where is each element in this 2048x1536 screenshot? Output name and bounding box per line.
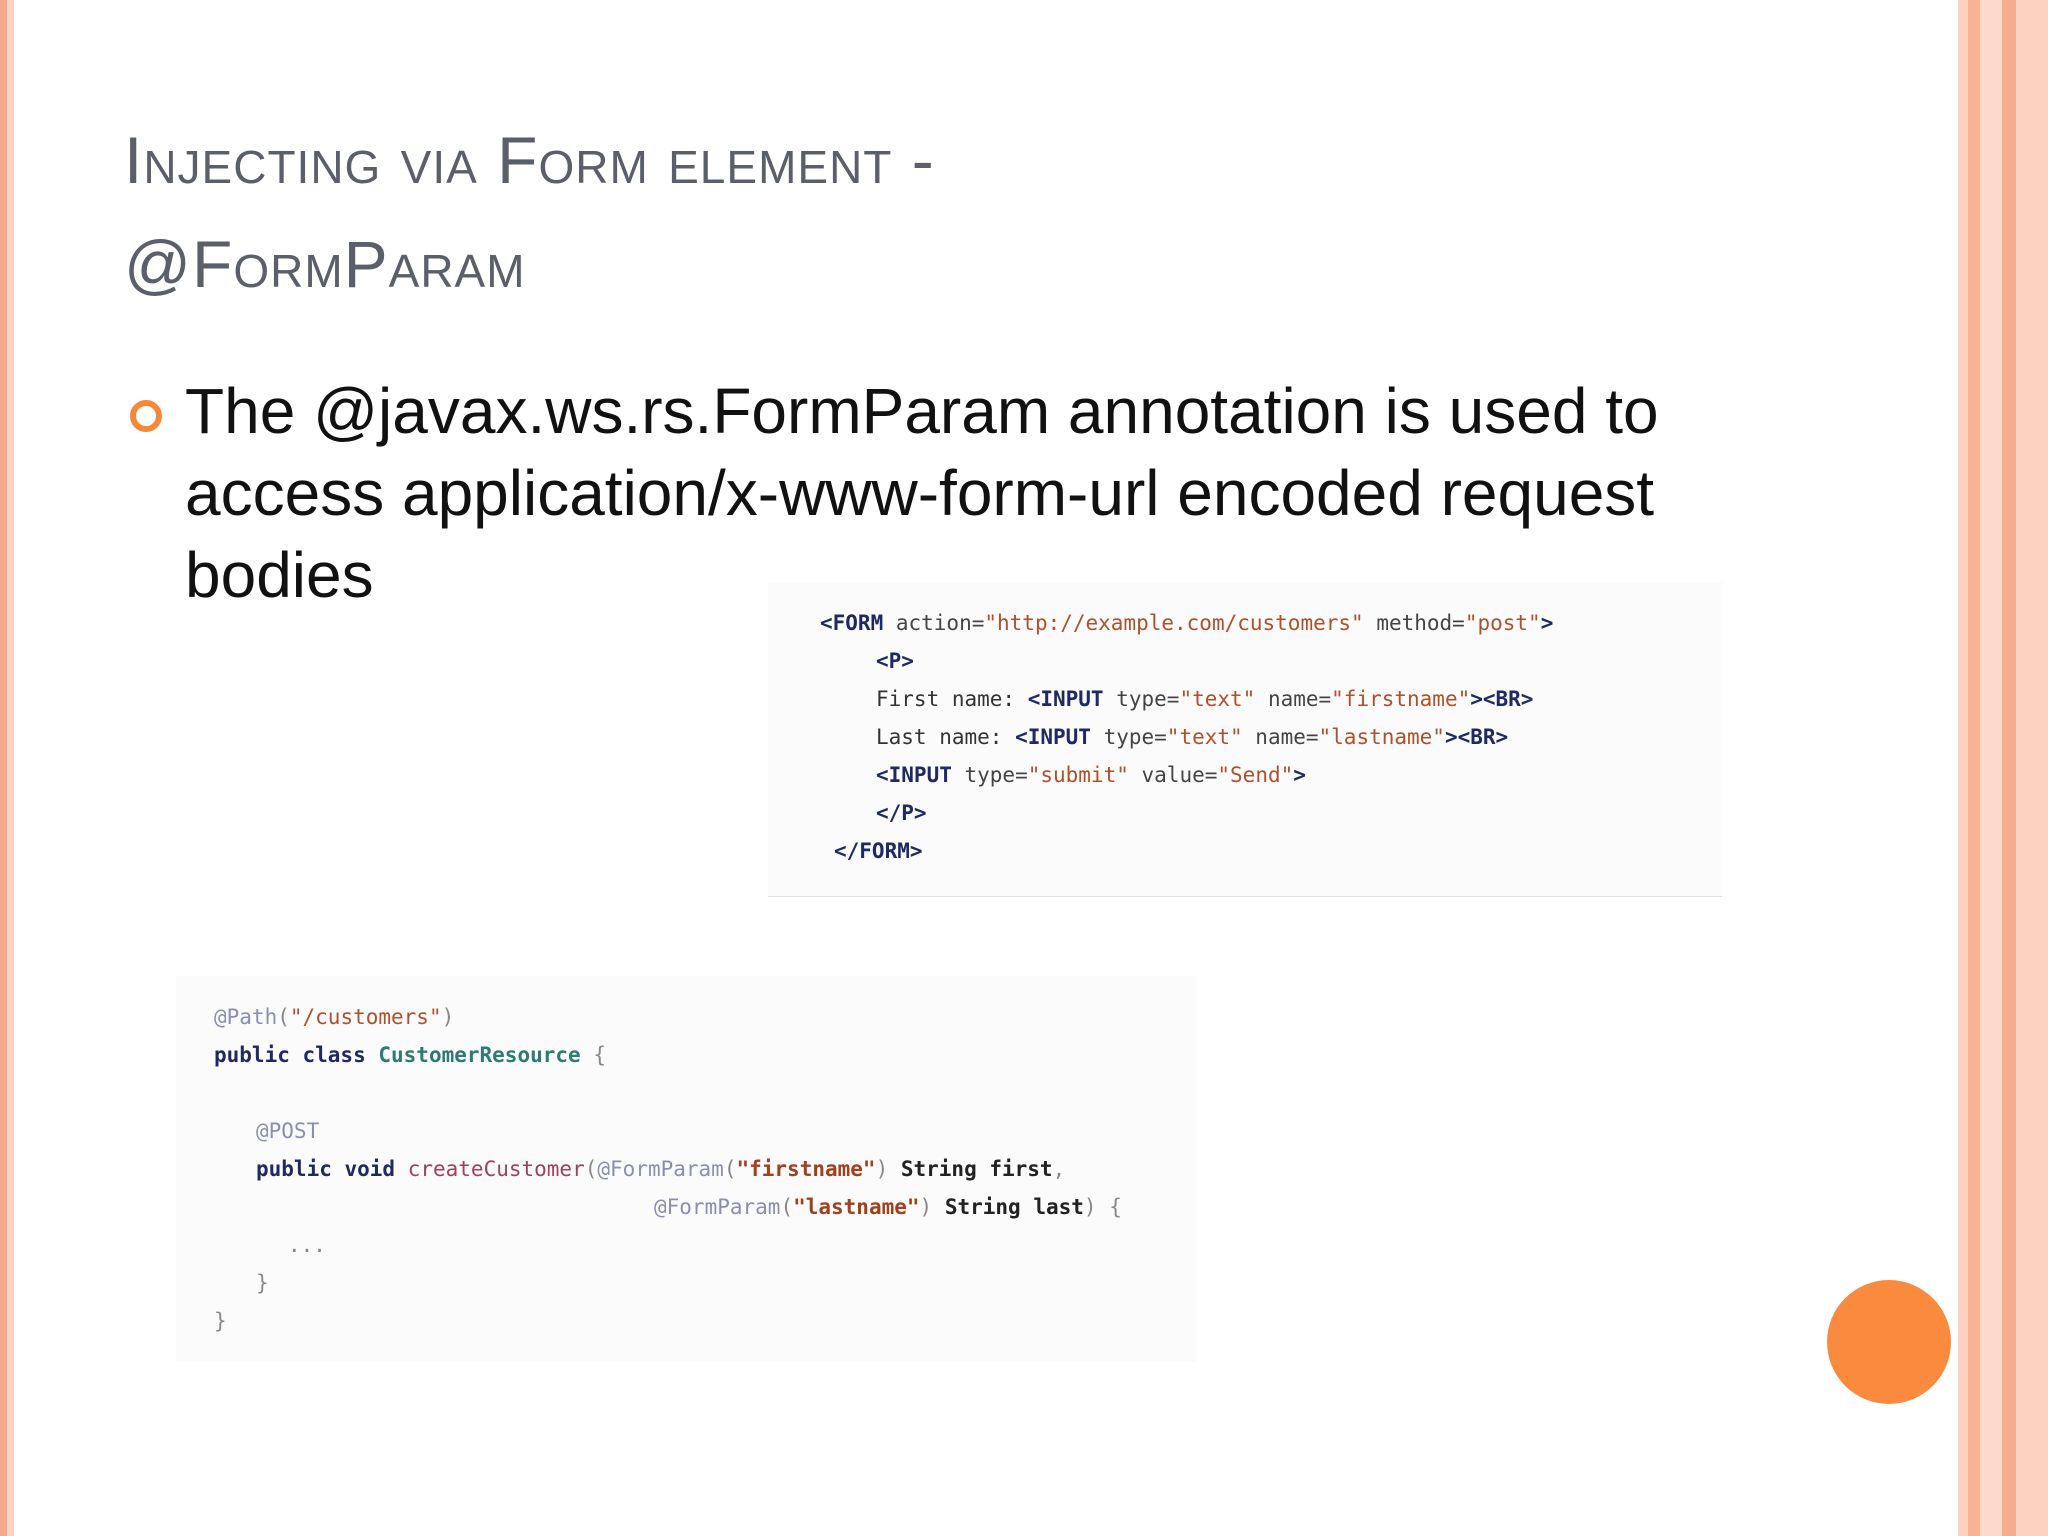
slide-title-line-1: Injecting via Form element - <box>124 123 935 197</box>
code-line: public class CustomerResource { <box>214 1043 606 1067</box>
code-line: </FORM> <box>834 839 923 863</box>
code-line: @POST <box>256 1119 320 1143</box>
html-form-code-snippet: <FORM action="http://example.com/custome… <box>768 582 1722 897</box>
code-line: Last name: <INPUT type="text" name="last… <box>876 725 1509 749</box>
code-line: public void createCustomer(@FormParam("f… <box>256 1157 1066 1181</box>
code-line: <INPUT type="submit" value="Send"> <box>876 763 1306 787</box>
right-border-stripe <box>1980 0 2002 1536</box>
right-border-stripe <box>1968 0 1980 1536</box>
code-line: ... <box>288 1233 326 1257</box>
left-border-stripe <box>0 0 14 1536</box>
code-line: </P> <box>876 801 927 825</box>
code-line: } <box>256 1271 269 1295</box>
code-line: } <box>214 1309 227 1333</box>
right-border-stripe <box>1958 0 1968 1536</box>
code-line: <P> <box>876 649 914 673</box>
right-border-stripe <box>2002 0 2016 1536</box>
code-line: First name: <INPUT type="text" name="fir… <box>876 687 1534 711</box>
bullet-text: The @javax.ws.rs.FormParam annotation is… <box>185 375 1659 611</box>
bullet-circle-icon <box>130 400 162 432</box>
right-border-stripe <box>2016 0 2048 1536</box>
code-line: @Path("/customers") <box>214 1005 455 1029</box>
slide-title: Injecting via Form element - @FormParam <box>124 108 1624 316</box>
java-resource-code-snippet: @Path("/customers") public class Custome… <box>176 976 1196 1362</box>
code-line: @FormParam("lastname") String last) { <box>654 1195 1122 1219</box>
decorative-orange-circle <box>1827 1280 1951 1404</box>
code-line: <FORM action="http://example.com/custome… <box>820 611 1554 635</box>
slide-title-line-2: @FormParam <box>124 227 526 301</box>
